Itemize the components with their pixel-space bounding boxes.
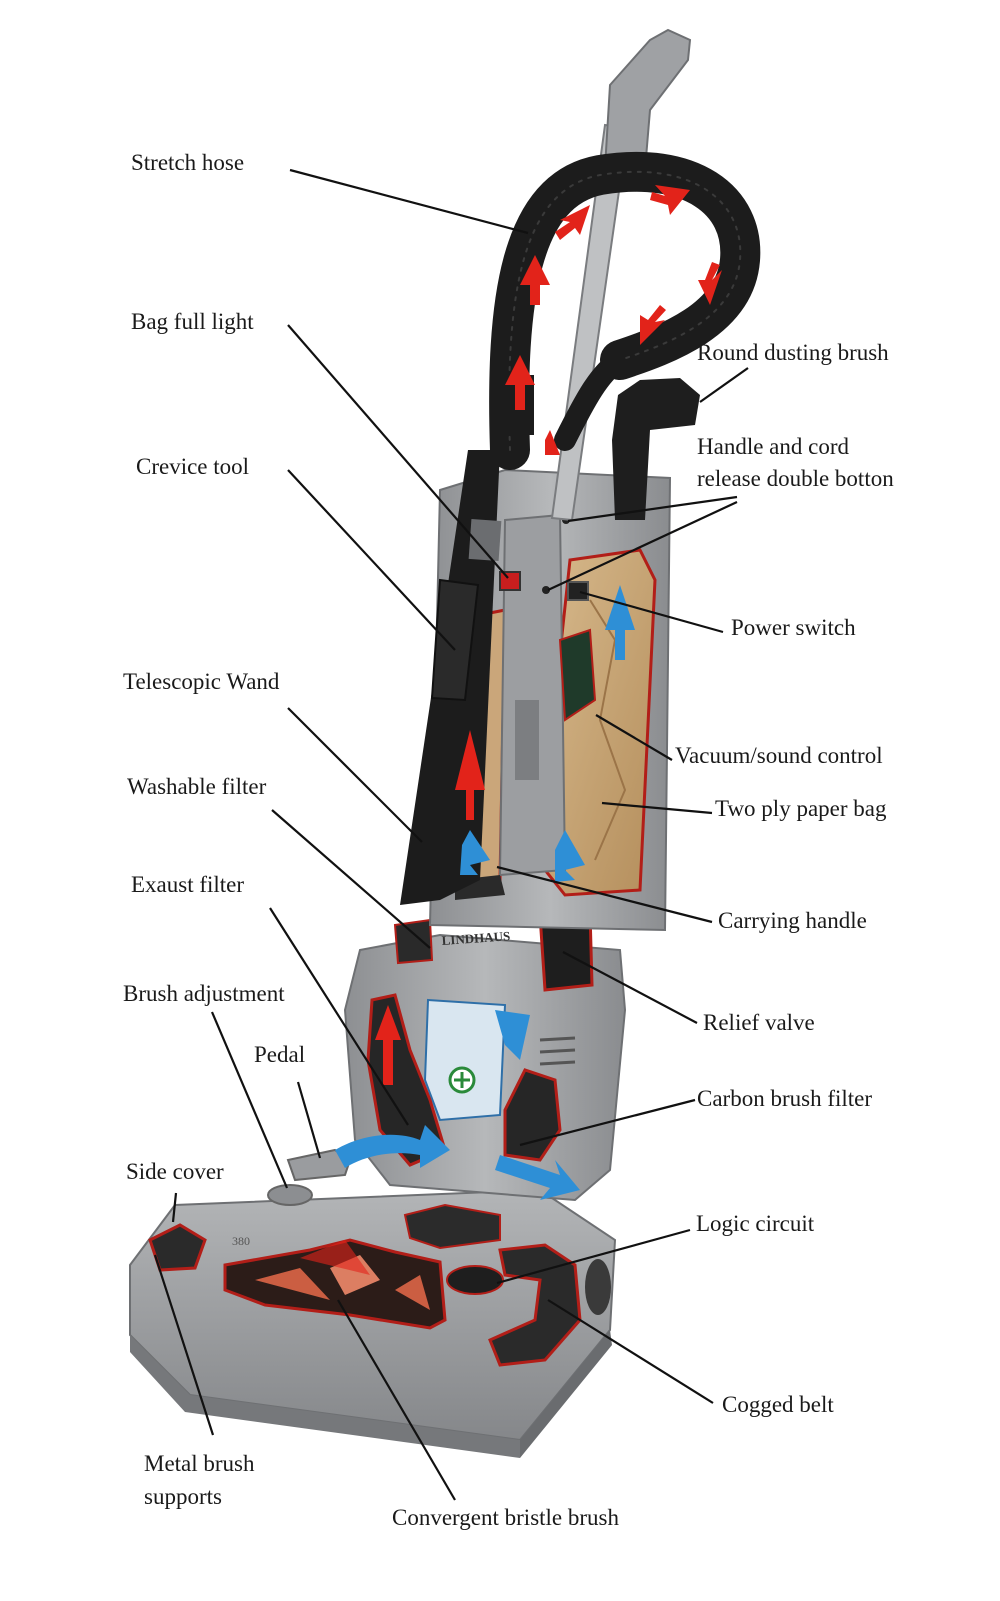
label-supports: supports <box>144 1484 222 1509</box>
logic-circuit-part <box>446 1265 504 1295</box>
label-crevice-tool: Crevice tool <box>136 454 250 479</box>
label-power-switch: Power switch <box>731 615 856 640</box>
brush-adjustment-knob <box>267 1184 313 1206</box>
upper-body <box>428 468 672 932</box>
vacuum-sound-control-part <box>558 628 597 722</box>
label-logic-circuit: Logic circuit <box>696 1211 815 1236</box>
label-carbon-brush-filter: Carbon brush filter <box>697 1086 873 1111</box>
telescopic-wand-part <box>400 450 502 905</box>
airflow-arrows-red <box>300 185 722 1275</box>
label-cogged-belt: Cogged belt <box>722 1392 834 1417</box>
pedal-part <box>286 1148 352 1182</box>
carrying-handle-part <box>498 513 567 877</box>
label-convergent-bristle-brush: Convergent bristle brush <box>392 1505 619 1530</box>
label-brush-adjustment: Brush adjustment <box>123 981 285 1006</box>
label-handle-cord-release-2: release double botton <box>697 466 894 491</box>
label-side-cover: Side cover <box>126 1159 224 1184</box>
stretch-hose-part <box>489 151 761 470</box>
bag-full-light-part <box>499 571 521 591</box>
label-bag-full-light: Bag full light <box>131 309 254 334</box>
label-washable-filter: Washable filter <box>127 774 267 799</box>
base-unit: 380 <box>129 1148 617 1458</box>
airflow-arrows-blue <box>335 585 635 1200</box>
base-badge-text: 380 <box>232 1234 250 1248</box>
label-telescopic-wand: Telescopic Wand <box>123 669 280 694</box>
airflow-label-panel <box>423 998 507 1122</box>
power-switch-part <box>567 581 589 601</box>
wheel <box>585 1259 611 1315</box>
label-pedal: Pedal <box>254 1042 306 1067</box>
label-two-ply-paper-bag: Two ply paper bag <box>715 796 887 821</box>
label-metal-brush: Metal brush <box>144 1451 255 1476</box>
round-dusting-brush-part <box>612 378 700 520</box>
label-vacuum-sound-control: Vacuum/sound control <box>675 743 883 768</box>
label-handle-cord-release-1: Handle and cord <box>697 434 849 459</box>
crevice-tool-part <box>430 578 480 702</box>
leader-lines <box>153 168 749 1501</box>
label-relief-valve: Relief valve <box>703 1010 815 1035</box>
brand-text: LINDHAUS <box>441 928 511 948</box>
cogged-belt-part <box>488 1243 582 1367</box>
label-round-dusting-brush: Round dusting brush <box>697 340 889 365</box>
label-exaust-filter: Exaust filter <box>131 872 245 897</box>
handle-cord-release-part-2 <box>542 586 550 594</box>
label-stretch-hose: Stretch hose <box>131 150 245 175</box>
carbon-filter-left <box>393 918 434 965</box>
label-carrying-handle: Carrying handle <box>718 908 867 933</box>
